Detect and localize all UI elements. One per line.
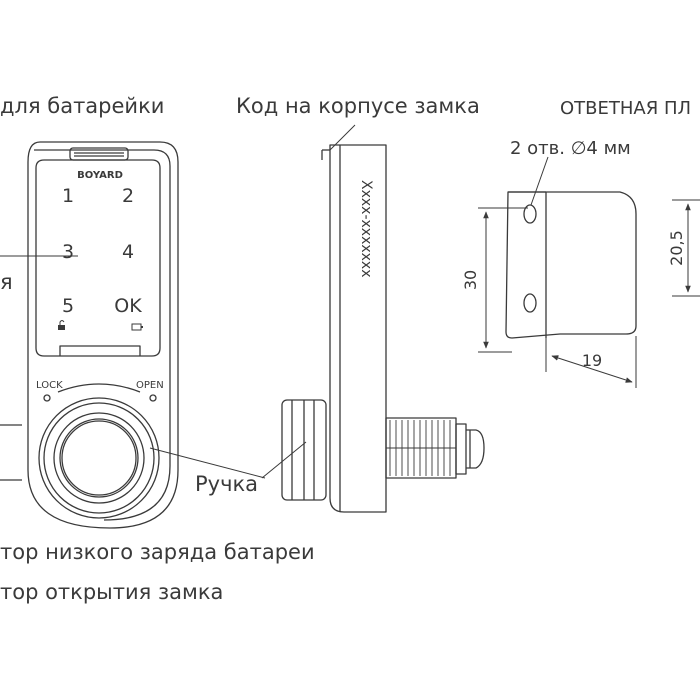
lock-label: LOCK [36,380,63,391]
open-indicator-label: тор открытия замка [0,580,224,604]
dim-20-5: 20,5 [667,230,686,266]
key-3: 3 [62,241,74,263]
key-1: 1 [62,185,74,207]
dim-30: 30 [461,270,480,290]
housing-code-text: Xxxx-xxxxxxx [358,180,374,278]
battery-icon [131,323,143,331]
housing-code-label: Код на корпусе замка [236,94,480,118]
key-ok: OK [114,295,142,317]
brand-logo: BOYARD [77,170,123,181]
holes-label: 2 отв. ∅4 мм [510,138,631,159]
dimension-lines [478,199,700,388]
bolt-thread [386,420,456,476]
low-battery-indicator-label: тор низкого заряда батареи [0,540,315,564]
dim-19: 19 [582,351,602,370]
leader-lines [0,124,549,479]
key-5: 5 [62,295,74,317]
unlock-icon [58,320,65,330]
counter-plate [505,191,637,339]
lock-side-view [281,144,485,513]
knob-label: Ручка [195,472,259,496]
lock-front-view [0,141,179,529]
key-4: 4 [122,241,134,263]
key-2: 2 [122,185,134,207]
battery-cover-label: для батарейки [0,94,165,118]
open-label: OPEN [136,380,164,391]
left-fragment-label: я [0,270,13,294]
counter-plate-label: ОТВЕТНАЯ ПЛ [560,98,692,119]
